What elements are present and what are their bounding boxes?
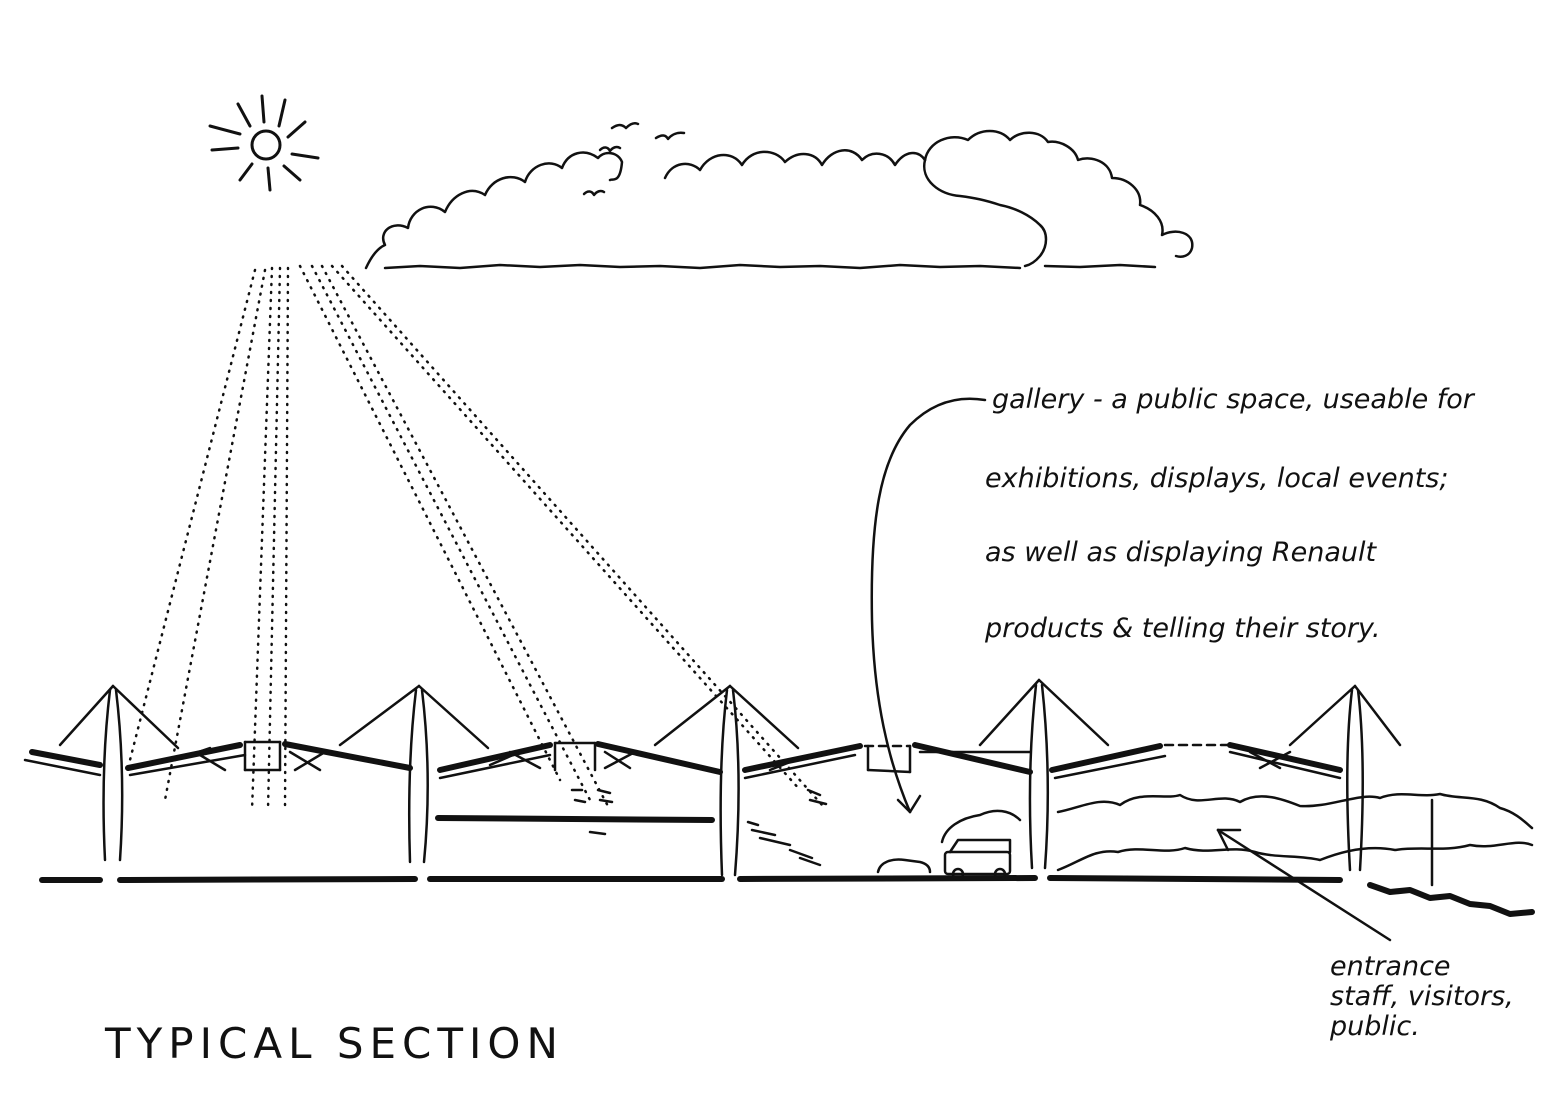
gallery-annotation-line-3: as well as displaying Renault: [985, 537, 1378, 568]
entrance-annotation-line-1: entrance: [1330, 951, 1451, 982]
gallery-annotation-line-4: products & telling their story.: [984, 613, 1381, 644]
light-patches: [570, 788, 828, 867]
roof-truss: [23, 740, 1343, 823]
entrance-annotation: entrance staff, visitors, public.: [1329, 951, 1514, 1042]
ground-line: [39, 875, 1535, 917]
entrance-arrow: [1216, 828, 1392, 942]
gallery-arrow: [870, 397, 987, 814]
gallery-annotation: gallery - a public space, useable for ex…: [984, 384, 1476, 644]
gallery-annotation-line-2: exhibitions, displays, local events;: [985, 463, 1448, 494]
cloud: [364, 129, 1194, 270]
gallery-landscape: [876, 792, 1534, 881]
entrance-annotation-line-3: public.: [1329, 1011, 1420, 1042]
birds: [582, 121, 686, 197]
drawing-title: TYPICAL SECTION: [104, 1019, 564, 1068]
sun-icon: [208, 94, 320, 192]
entrance-annotation-line-2: staff, visitors,: [1330, 981, 1514, 1012]
gallery-annotation-line-1: gallery - a public space, useable for: [992, 384, 1476, 415]
roof-masts: [58, 678, 1434, 887]
light-rays: [128, 264, 824, 812]
